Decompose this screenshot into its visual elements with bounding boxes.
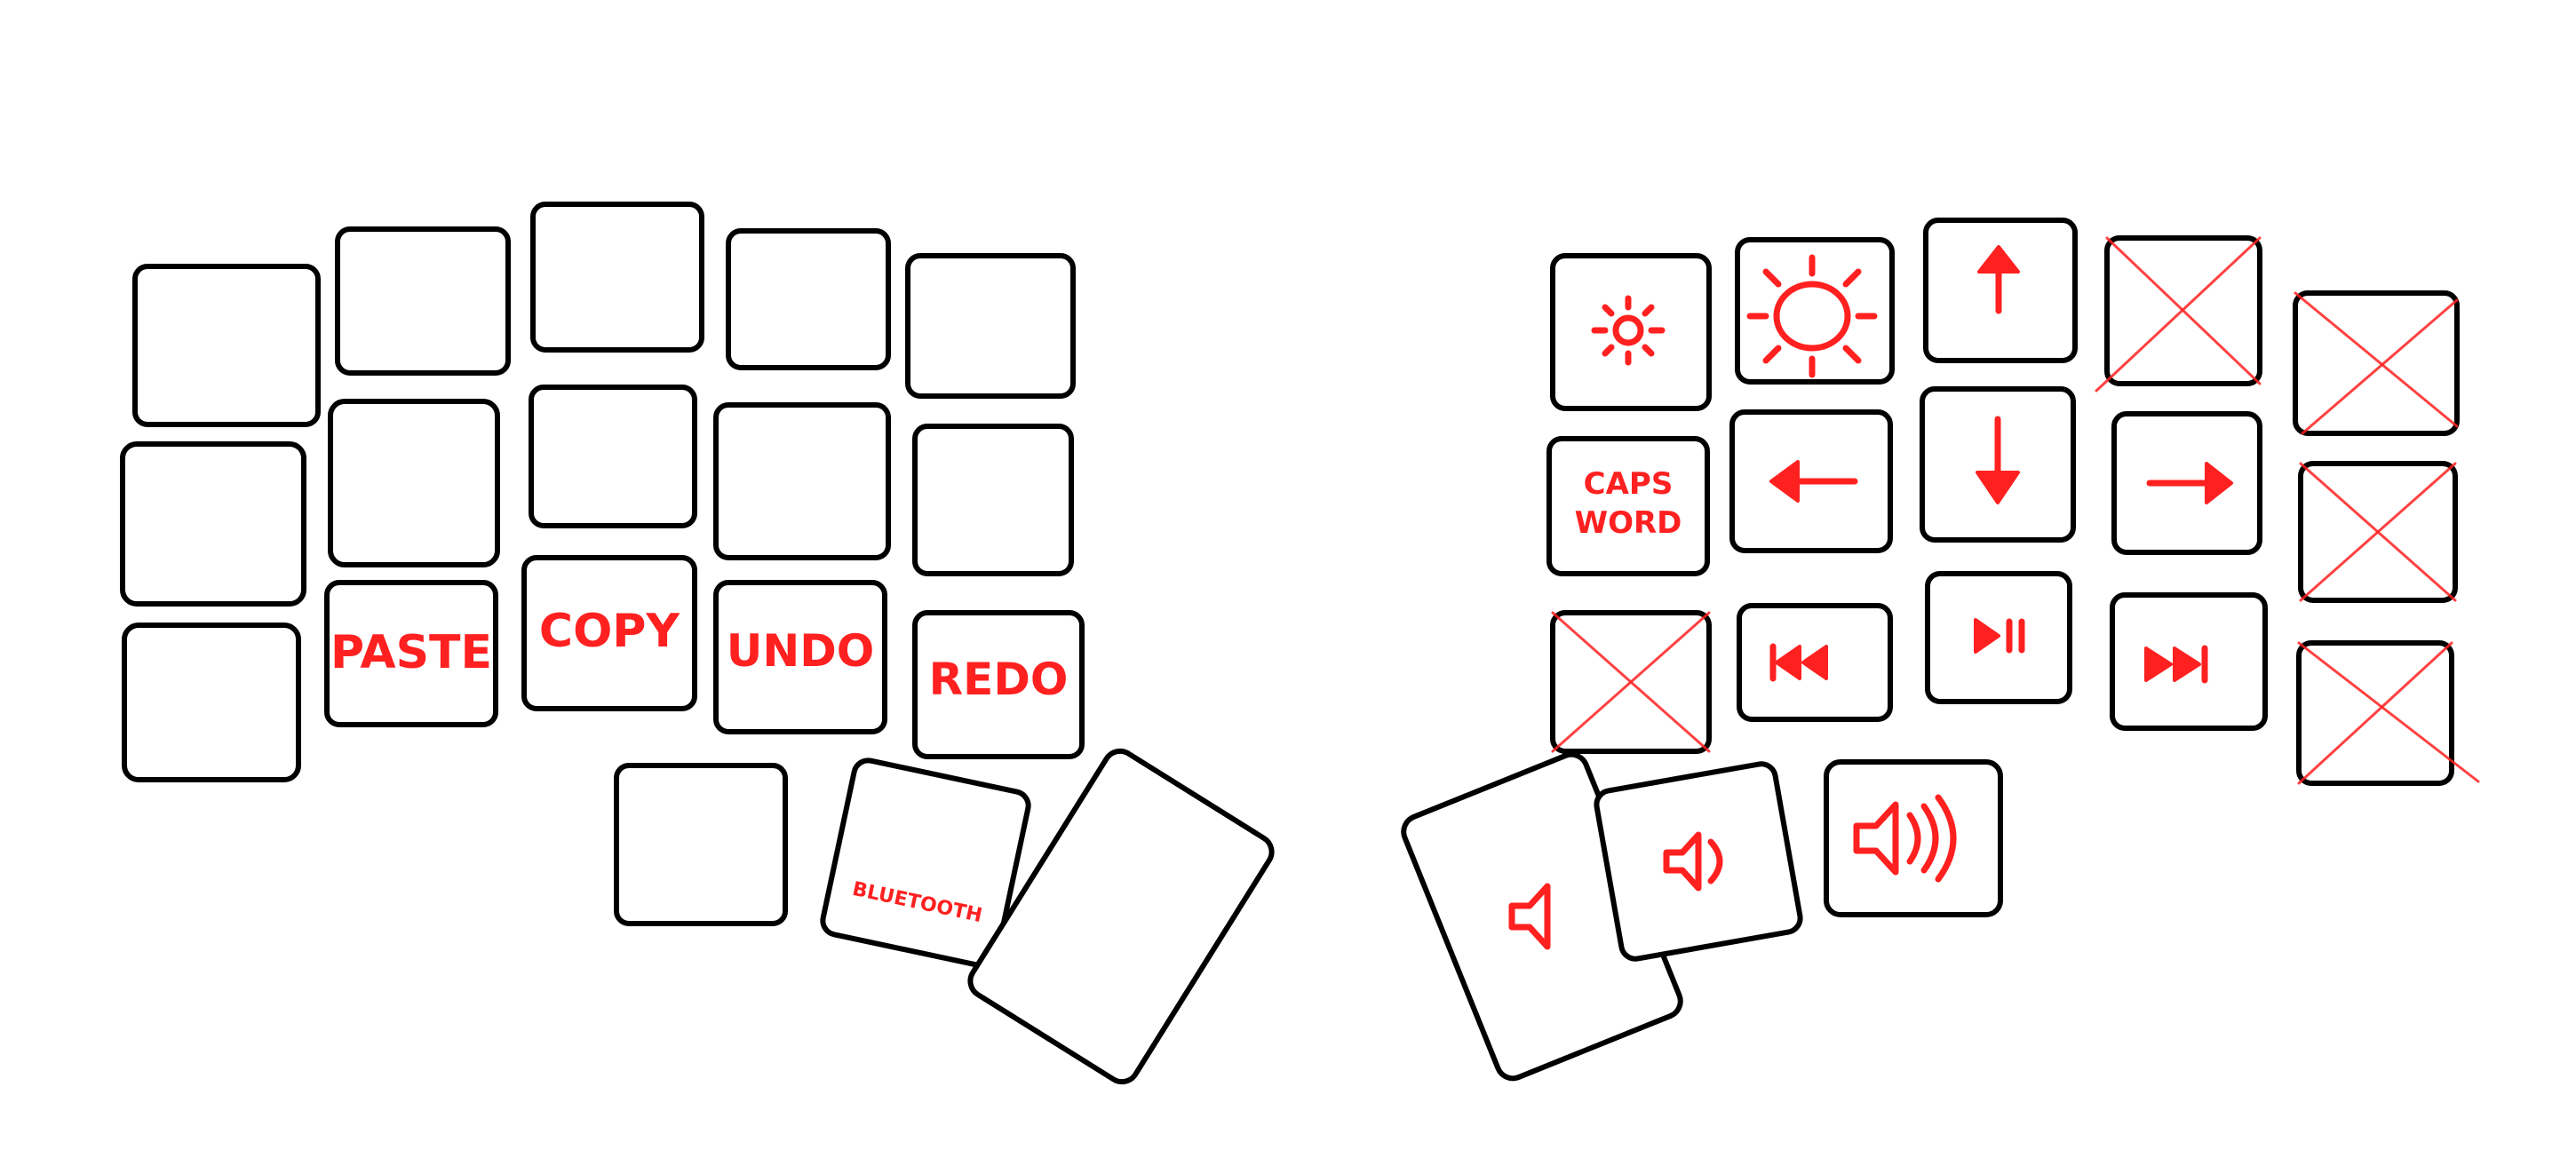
unassigned-x-icon bbox=[2294, 291, 2459, 435]
arrow-left-icon bbox=[1769, 460, 1858, 503]
unassigned-x-icon bbox=[2095, 236, 2262, 393]
key-play-pause bbox=[1925, 571, 2072, 704]
key-left-r1-c4 bbox=[726, 228, 891, 370]
key-next-track bbox=[2110, 592, 2268, 731]
key-arrow-up bbox=[1923, 218, 2078, 363]
key-left-r1-c3 bbox=[530, 202, 704, 353]
right-half: CAPS WORD bbox=[1401, 218, 2480, 1082]
arrow-up-icon bbox=[1977, 245, 2020, 314]
volume-down-icon bbox=[1663, 831, 1723, 892]
key-left-r2-c3 bbox=[529, 385, 697, 528]
key-previous-track bbox=[1737, 603, 1893, 722]
unassigned-x-icon bbox=[2299, 462, 2457, 602]
key-undo: UNDO bbox=[713, 580, 887, 734]
next-track-icon bbox=[2144, 645, 2208, 684]
previous-track-icon bbox=[1769, 643, 1828, 682]
key-undo-label: UNDO bbox=[727, 625, 874, 677]
key-left-thumb-1 bbox=[614, 763, 788, 926]
left-half: PASTE COPY UNDO REDO BLUETOOTH bbox=[120, 202, 1275, 1085]
key-left-r3-c1 bbox=[122, 623, 301, 782]
key-caps-word-line2: WORD bbox=[1575, 505, 1682, 541]
brightness-down-icon bbox=[1591, 295, 1666, 366]
key-unassigned-r3-c1 bbox=[1550, 610, 1712, 754]
brightness-up-icon bbox=[1746, 254, 1878, 378]
key-paste-label: PASTE bbox=[330, 626, 492, 679]
key-left-r1-c2 bbox=[335, 226, 511, 376]
key-arrow-left bbox=[1729, 409, 1893, 553]
volume-up-icon bbox=[1853, 794, 1957, 883]
unassigned-x-icon bbox=[1551, 611, 1711, 753]
unassigned-x-icon bbox=[2297, 641, 2480, 785]
key-brightness-up bbox=[1735, 237, 1895, 385]
key-left-r2-c4 bbox=[713, 402, 891, 560]
arrow-down-icon bbox=[1976, 416, 2020, 504]
key-redo-label: REDO bbox=[929, 654, 1069, 705]
key-bluetooth: BLUETOOTH bbox=[820, 758, 1031, 969]
key-volume-down bbox=[1594, 761, 1803, 962]
key-arrow-down bbox=[1920, 386, 2076, 543]
key-unassigned-r2-c5 bbox=[2298, 461, 2458, 603]
key-caps-word: CAPS WORD bbox=[1546, 436, 1710, 576]
key-unassigned-r3-c5 bbox=[2296, 640, 2480, 786]
key-unassigned-r1-c5 bbox=[2293, 290, 2460, 436]
key-arrow-right bbox=[2111, 411, 2262, 555]
key-left-thumb-space bbox=[967, 748, 1275, 1085]
key-volume-up bbox=[1824, 759, 2003, 917]
key-left-r1-c5 bbox=[905, 253, 1076, 399]
key-copy-label: COPY bbox=[539, 605, 680, 658]
play-pause-icon bbox=[1974, 618, 2025, 654]
key-left-r1-c1 bbox=[132, 264, 321, 427]
arrow-right-icon bbox=[2146, 462, 2233, 504]
key-left-r2-c1 bbox=[120, 441, 306, 607]
key-paste: PASTE bbox=[324, 580, 498, 727]
key-copy: COPY bbox=[521, 555, 697, 711]
mute-icon bbox=[1508, 883, 1551, 950]
key-caps-word-line1: CAPS bbox=[1584, 466, 1674, 502]
key-left-r2-c2 bbox=[328, 399, 500, 567]
key-left-r2-c5 bbox=[912, 424, 1074, 576]
key-unassigned-r1-c4 bbox=[2095, 235, 2262, 393]
key-brightness-down bbox=[1550, 253, 1712, 411]
key-redo: REDO bbox=[912, 610, 1085, 759]
